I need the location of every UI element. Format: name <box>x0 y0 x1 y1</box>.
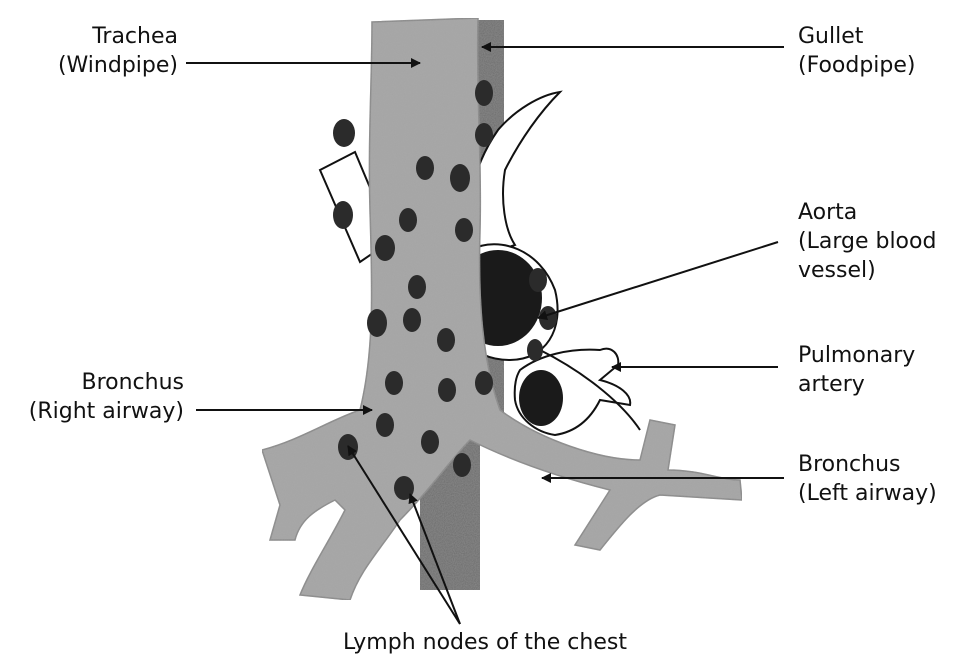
label-aorta-line2: (Large blood <box>798 227 936 256</box>
lymph-node <box>408 275 426 299</box>
label-bronchus-right: Bronchus (Right airway) <box>29 368 184 426</box>
lymph-node <box>399 208 417 232</box>
label-lymph-nodes: Lymph nodes of the chest <box>0 628 970 657</box>
label-aorta: Aorta (Large blood vessel) <box>798 198 936 285</box>
pulmonary-artery-lumen <box>519 370 563 426</box>
label-pulmonary-artery: Pulmonary artery <box>798 341 915 399</box>
lymph-node <box>333 119 355 147</box>
lymph-node <box>375 235 395 261</box>
lymph-node <box>438 378 456 402</box>
lymph-node <box>450 164 470 192</box>
label-trachea: Trachea (Windpipe) <box>58 22 178 80</box>
lymph-node <box>403 308 421 332</box>
label-aorta-line3: vessel) <box>798 256 936 285</box>
lymph-node <box>421 430 439 454</box>
label-gullet: Gullet (Foodpipe) <box>798 22 916 80</box>
label-trachea-line2: (Windpipe) <box>58 51 178 80</box>
label-bronchus-right-line1: Bronchus <box>29 368 184 397</box>
label-pulmonary-artery-line1: Pulmonary <box>798 341 915 370</box>
lymph-node <box>529 268 547 292</box>
lymph-node <box>527 339 543 361</box>
lymph-node <box>437 328 455 352</box>
label-bronchus-left-line1: Bronchus <box>798 450 937 479</box>
label-gullet-line1: Gullet <box>798 22 916 51</box>
lymph-node <box>385 371 403 395</box>
lymph-node <box>453 453 471 477</box>
lymph-node <box>475 123 493 147</box>
label-bronchus-left-line2: (Left airway) <box>798 479 937 508</box>
lymph-node <box>416 156 434 180</box>
label-trachea-line1: Trachea <box>58 22 178 51</box>
label-bronchus-left: Bronchus (Left airway) <box>798 450 937 508</box>
label-aorta-line1: Aorta <box>798 198 936 227</box>
label-bronchus-right-line2: (Right airway) <box>29 397 184 426</box>
lymph-node <box>475 80 493 106</box>
label-pulmonary-artery-line2: artery <box>798 370 915 399</box>
lymph-node <box>333 201 353 229</box>
lymph-node <box>539 306 557 330</box>
lymph-node <box>376 413 394 437</box>
label-lymph-nodes-line1: Lymph nodes of the chest <box>0 628 970 657</box>
lymph-node <box>475 371 493 395</box>
lymph-node <box>455 218 473 242</box>
aorta-arrow <box>538 242 778 318</box>
label-gullet-line2: (Foodpipe) <box>798 51 916 80</box>
lymph-node <box>367 309 387 337</box>
